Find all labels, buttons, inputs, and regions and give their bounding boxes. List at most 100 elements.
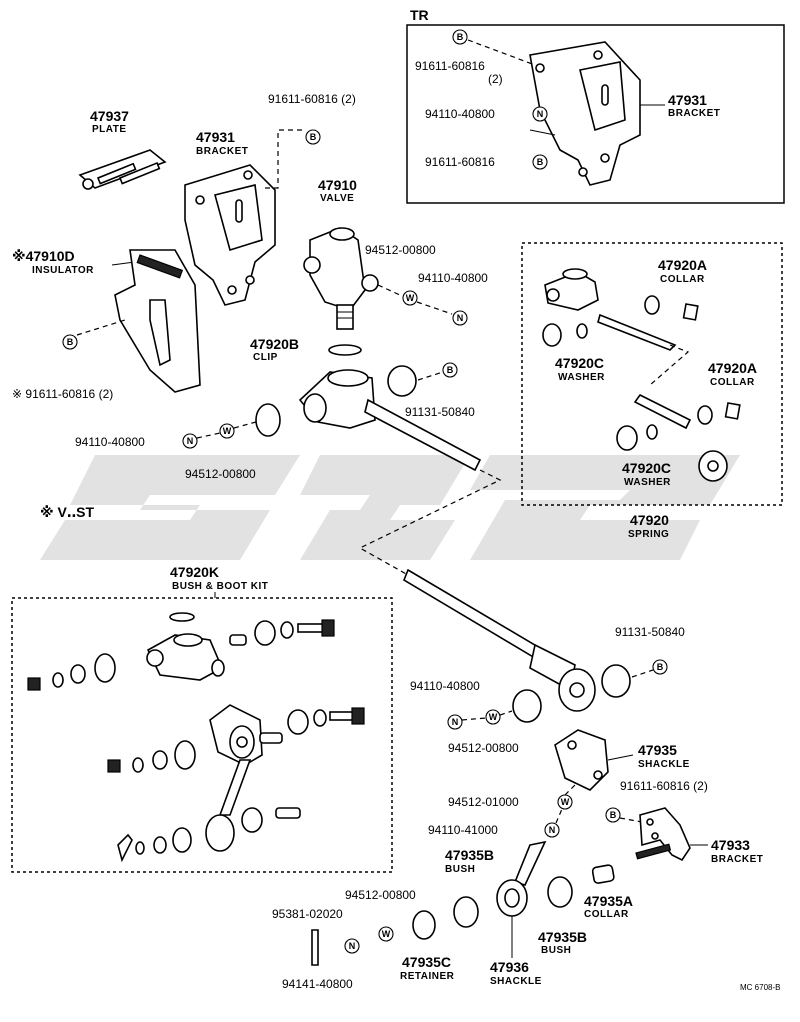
tr-bolt-1-label: 91611-60816: [415, 59, 485, 73]
tr-nut-label: 94110-40800: [425, 107, 495, 121]
watermark-logo: [40, 455, 740, 560]
spring-kit-box: [521, 242, 783, 506]
collar-a-2-number: 47920A: [708, 360, 757, 376]
bush-kit-number: 47920K: [170, 564, 219, 580]
valve-washer-label: 94512-00800: [365, 243, 436, 257]
bracket2-bolt-label: 91611-60816 (2): [620, 779, 708, 793]
valve-number: 47910: [318, 177, 357, 193]
svg-text:W: W: [223, 426, 232, 436]
insulator-bolt-leader: [76, 319, 126, 336]
valve-nut-marker: N: [452, 310, 468, 326]
upper-link-drawing: [255, 365, 482, 472]
lower-nut-marker: N: [447, 714, 463, 730]
valve-leader: [377, 284, 453, 315]
retainer-nut-marker: N: [344, 938, 360, 954]
insulator-number: ※47910D: [12, 248, 75, 264]
tr-bolt-marker-1: B: [452, 29, 468, 45]
clip-name: CLIP: [253, 352, 278, 363]
lower-nut-label: 94110-40800: [410, 679, 480, 693]
lower-gasket-label: 91131-50840: [615, 625, 685, 639]
tr-bolt-1-qty: (2): [488, 72, 503, 86]
tr-bolt-marker-2: B: [532, 154, 548, 170]
svg-text:N: N: [452, 717, 459, 727]
shackle2-number: 47936: [490, 959, 529, 975]
bracket-name: BRACKET: [196, 146, 248, 157]
upper-left-nut-label: 94110-40800: [75, 435, 145, 449]
spring-kit-leader: [649, 344, 690, 386]
tr-bolt-leader: [467, 39, 536, 66]
svg-text:B: B: [447, 365, 454, 375]
tr-bolt-2-label: 91611-60816: [425, 155, 495, 169]
bracket2-drawing: [635, 807, 691, 862]
tr-bracket-name: BRACKET: [668, 108, 720, 119]
svg-text:B: B: [657, 662, 664, 672]
clip-number: 47920B: [250, 336, 299, 352]
retainer-nut-label: 94141-40800: [282, 977, 353, 991]
shackle-name: SHACKLE: [638, 759, 690, 770]
lower-gasket-marker: B: [652, 659, 668, 675]
upper-left-nut-marker: N: [182, 433, 198, 449]
retainer-washer-marker: W: [378, 926, 394, 942]
retainer-drawing: [412, 910, 436, 940]
bush-1-name: BUSH: [445, 864, 475, 875]
cotter-pin-label: 95381-02020: [272, 907, 343, 921]
shackle-leader: [607, 754, 634, 761]
upper-gasket-marker: B: [442, 362, 458, 378]
valve-nut-label: 94110-40800: [418, 271, 488, 285]
svg-text:B: B: [457, 32, 464, 42]
retainer-washer-label: 94512-00800: [345, 888, 416, 902]
collar-a-2-name: COLLAR: [710, 377, 755, 388]
upper-gasket-label: 91131-50840: [405, 405, 475, 419]
lower-gasket-leader: [631, 669, 654, 678]
retainer-number: 47935C: [402, 954, 451, 970]
bracket-bolt-marker: B: [305, 129, 321, 145]
lower-leader: [461, 710, 513, 721]
spring-kit-drawing: [542, 268, 741, 482]
cotter-pin-drawing: [311, 929, 319, 966]
insulator-drawing: [114, 249, 201, 393]
collar-a-1-number: 47920A: [658, 257, 707, 273]
bracket-number: 47931: [196, 129, 235, 145]
svg-text:N: N: [549, 825, 556, 835]
lower-link-drawing: [403, 568, 631, 723]
svg-text:W: W: [489, 712, 498, 722]
retainer-name: RETAINER: [400, 971, 455, 982]
bush-1-number: 47935B: [445, 847, 494, 863]
svg-text:N: N: [457, 313, 464, 323]
valve-name: VALVE: [320, 193, 354, 204]
plate-name: PLATE: [92, 124, 127, 135]
insulator-bolt-label: ※ 91611-60816 (2): [12, 387, 113, 401]
shackle-leader-dash: [555, 784, 576, 824]
valve-washer-marker: W: [402, 290, 418, 306]
link-connection-dash: [358, 469, 502, 576]
svg-text:N: N: [537, 109, 544, 119]
clip-drawing: [328, 344, 362, 356]
upper-left-leader: [196, 421, 257, 439]
spring-number: 47920: [630, 512, 669, 528]
lower-washer-label: 94512-00800: [448, 741, 519, 755]
svg-text:B: B: [67, 337, 74, 347]
bush-kit-name: BUSH & BOOT KIT: [172, 581, 268, 592]
plate-drawing: [78, 149, 167, 190]
bush-kit-box: [11, 597, 393, 873]
collar-35a-name: COLLAR: [584, 909, 629, 920]
insulator-name: INSULATOR: [32, 265, 94, 276]
bracket2-bolt-marker: B: [605, 807, 621, 823]
valve-drawing: [303, 227, 379, 330]
upper-left-washer-marker: W: [219, 423, 235, 439]
svg-text:W: W: [406, 293, 415, 303]
lower-washer-marker: W: [485, 709, 501, 725]
tr-nut-marker: N: [532, 106, 548, 122]
bracket2-bolt-leader: [619, 817, 643, 823]
shackle-drawing: [554, 729, 609, 791]
upper-left-washer-label: 94512-00800: [185, 467, 256, 481]
tr-header: TR: [410, 7, 429, 23]
tr-bracket-number: 47931: [668, 92, 707, 108]
shackle2-name: SHACKLE: [490, 976, 542, 987]
plate-number: 47937: [90, 108, 129, 124]
upper-gasket-leader: [417, 371, 444, 381]
bush-2-name: BUSH: [541, 945, 571, 956]
shackle-bolt-drawing: [496, 840, 547, 958]
collar-35a-drawing: [591, 864, 615, 884]
footer-code: MC 6708-B: [740, 983, 780, 992]
